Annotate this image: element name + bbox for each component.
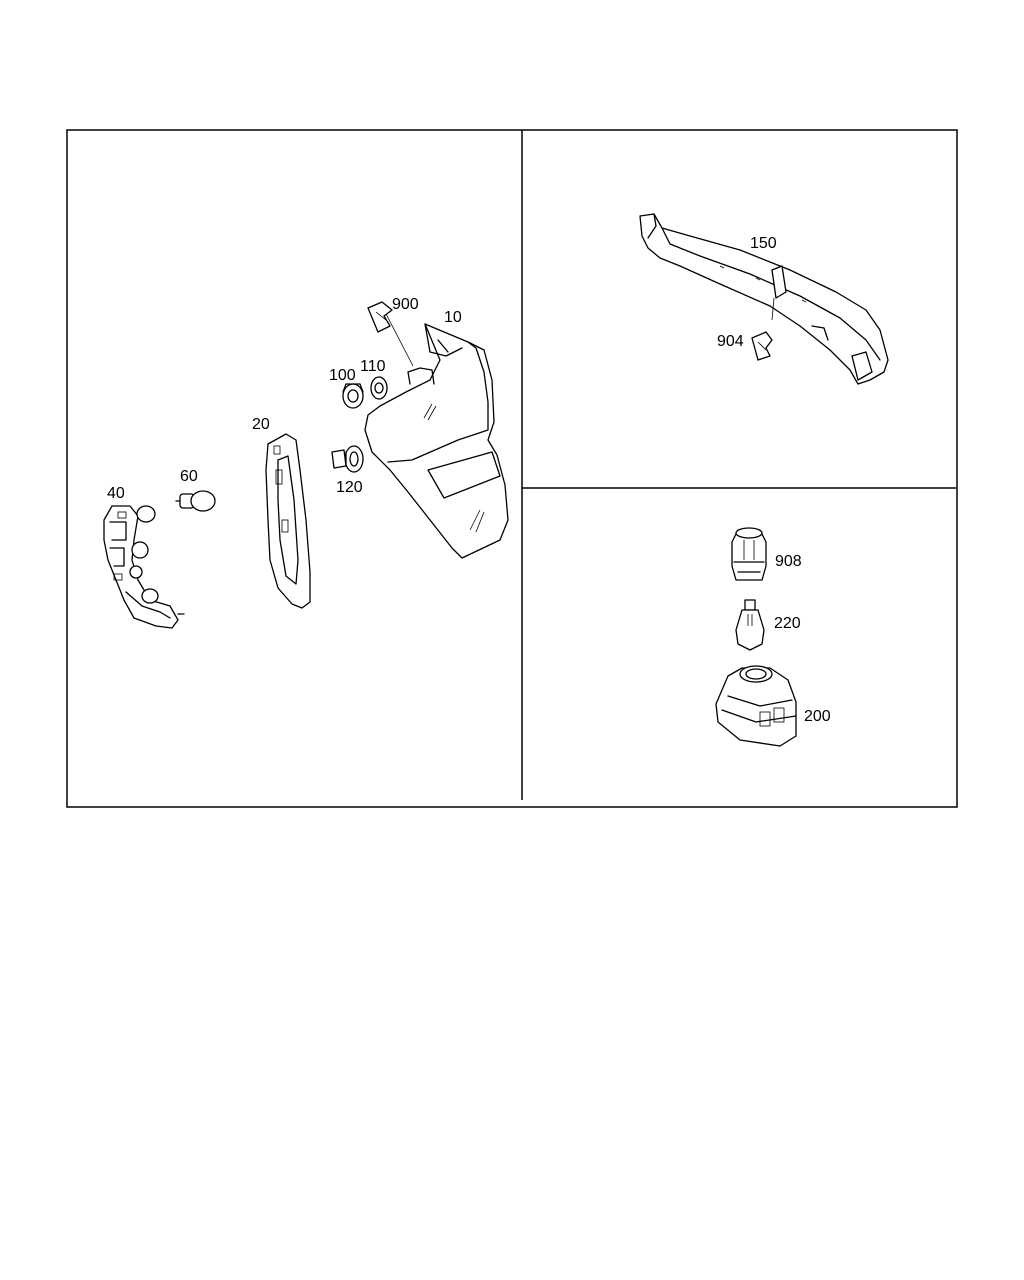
part-60-bulb[interactable] — [175, 490, 216, 512]
part-900-clip[interactable] — [367, 301, 393, 333]
diagram-frame — [66, 129, 958, 808]
label-40: 40 — [107, 485, 125, 502]
label-900: 900 — [392, 296, 419, 313]
label-908: 908 — [775, 553, 802, 570]
part-120-screw[interactable] — [331, 445, 364, 473]
label-150: 150 — [750, 235, 777, 252]
part-220-bulb[interactable] — [735, 599, 765, 651]
part-40-bulb-holder[interactable] — [103, 505, 185, 629]
label-60: 60 — [180, 468, 198, 485]
part-904-clip[interactable] — [751, 331, 773, 361]
label-904: 904 — [717, 333, 744, 350]
label-100: 100 — [329, 367, 356, 384]
part-110-washer[interactable] — [370, 376, 388, 400]
label-220: 220 — [774, 615, 801, 632]
part-10-tail-lamp[interactable] — [364, 309, 509, 559]
label-20: 20 — [252, 416, 270, 433]
label-120: 120 — [336, 479, 363, 496]
part-150-bracket[interactable] — [639, 213, 889, 385]
label-110: 110 — [360, 358, 386, 375]
part-100-nut[interactable] — [342, 383, 364, 409]
label-10: 10 — [444, 309, 462, 326]
label-200: 200 — [804, 708, 831, 725]
part-20-gasket[interactable] — [265, 433, 311, 609]
part-908-socket[interactable] — [731, 527, 767, 581]
part-200-housing[interactable] — [715, 665, 797, 747]
